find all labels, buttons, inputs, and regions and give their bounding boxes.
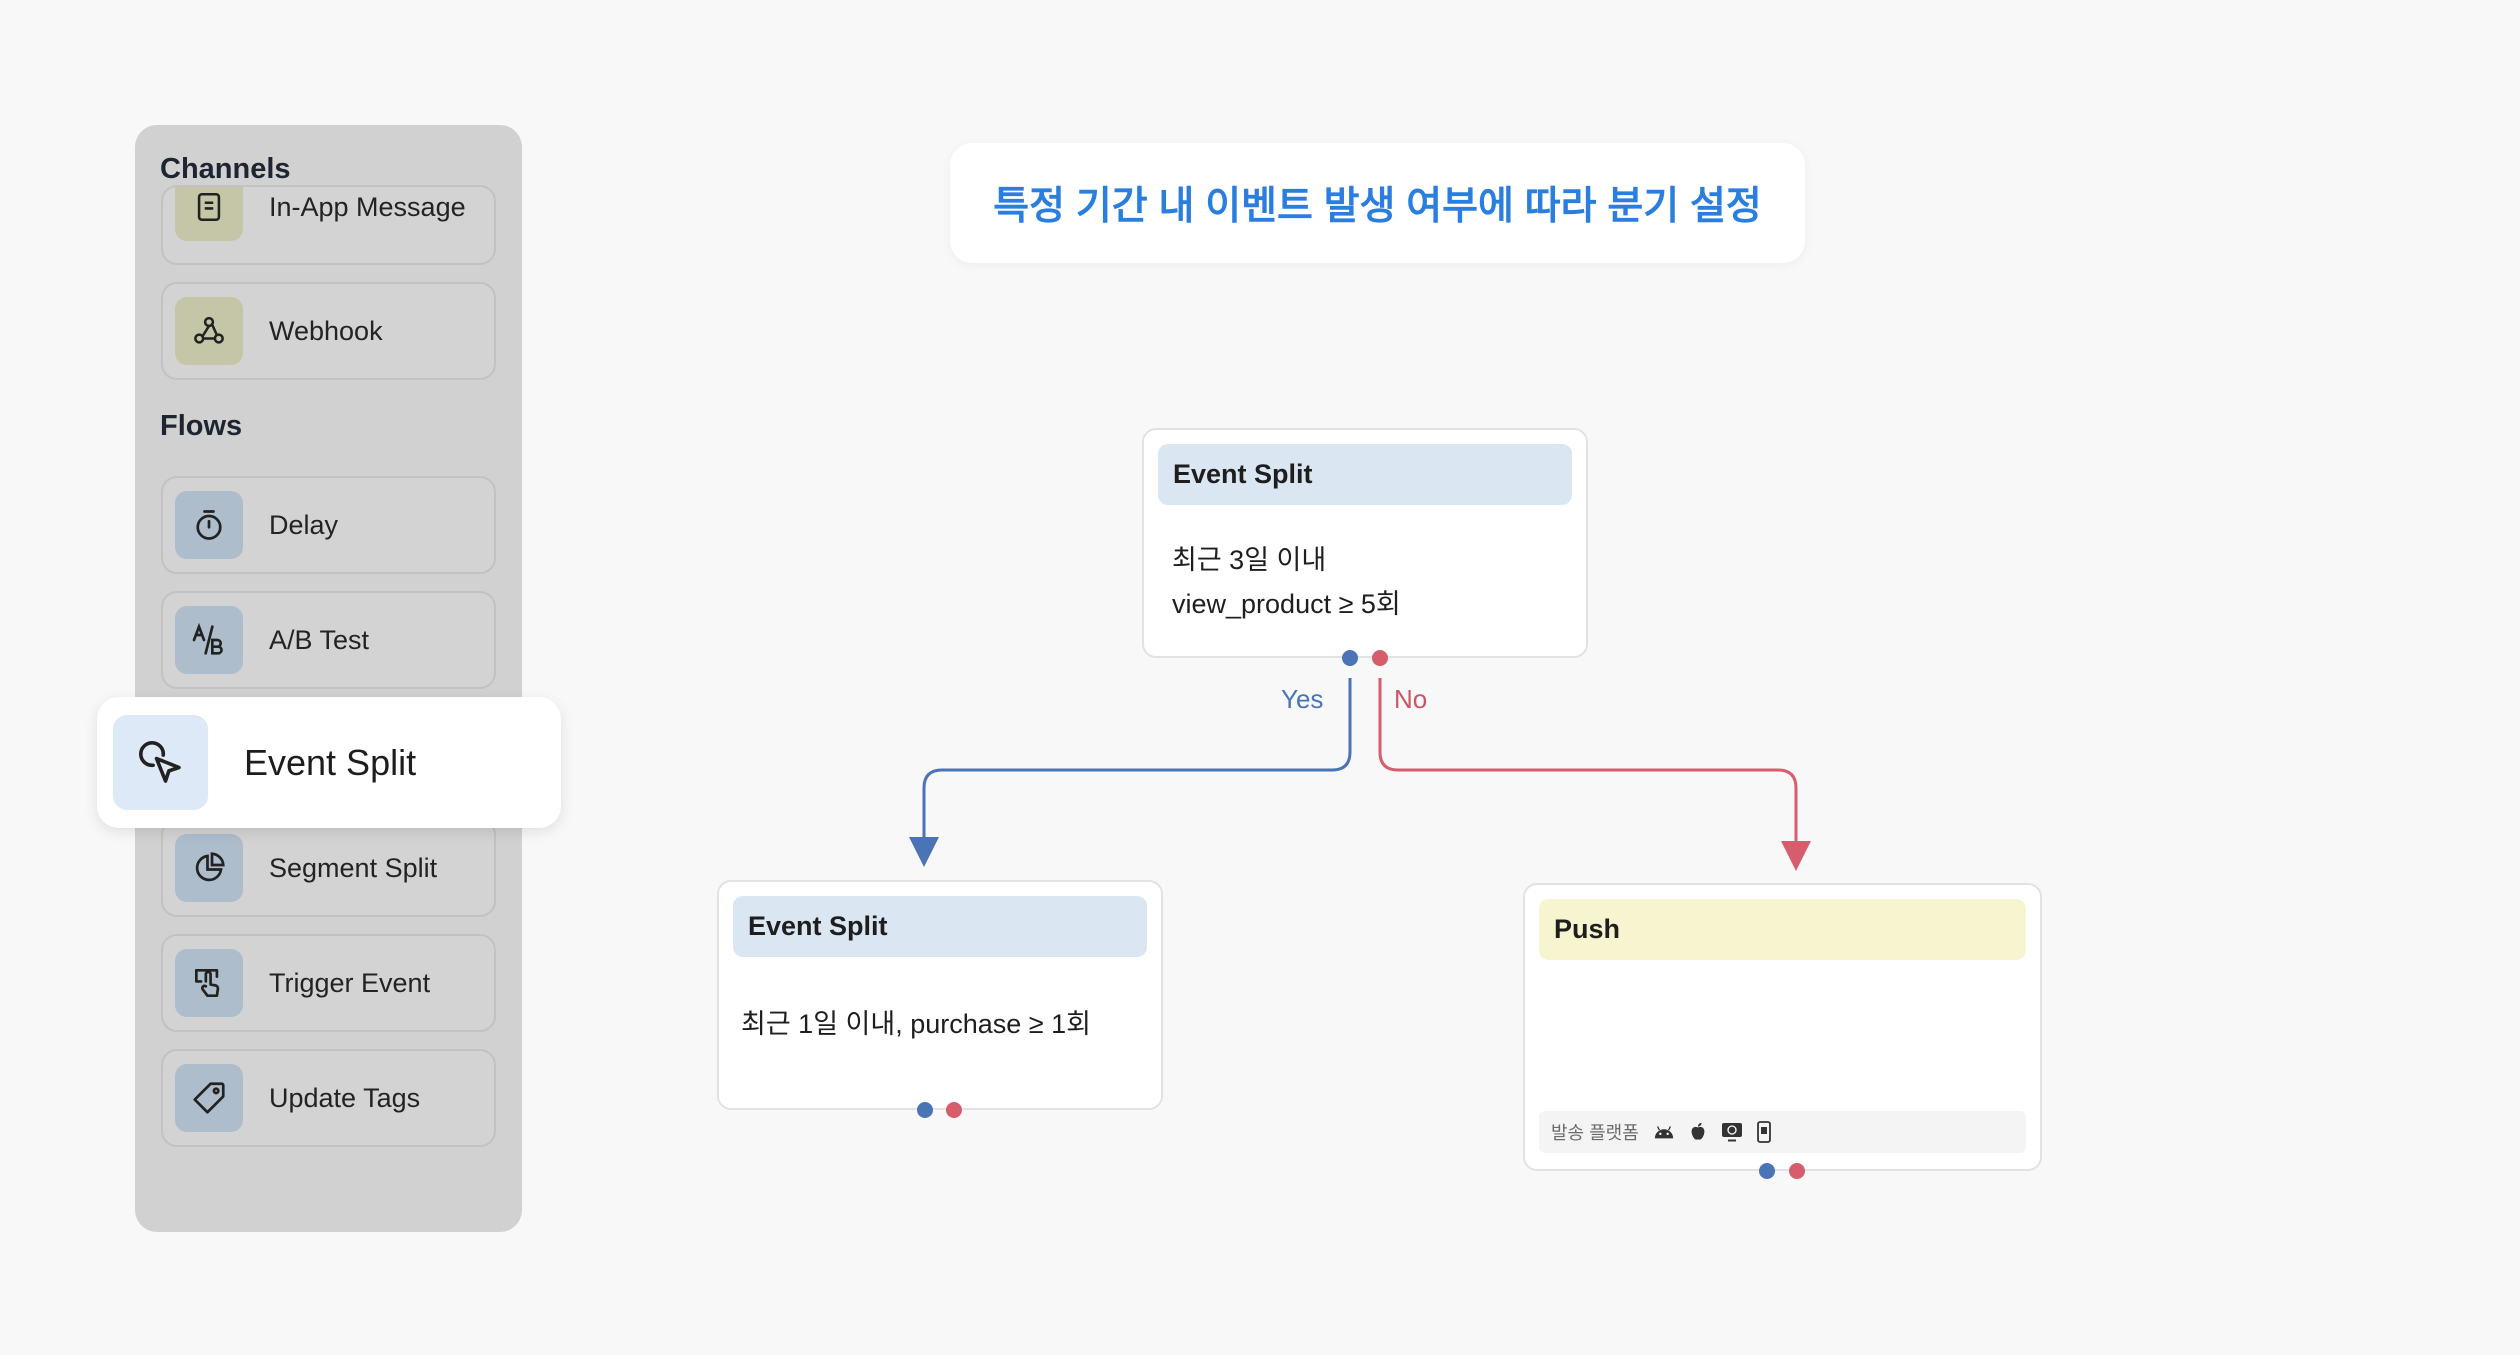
touch-trigger-icon [175, 949, 243, 1017]
timer-icon [175, 491, 243, 559]
yes-edge[interactable] [909, 678, 1352, 867]
yes-edge-label: Yes [1281, 684, 1324, 714]
ab-test-icon [175, 606, 243, 674]
node-title: Event Split [733, 896, 1147, 957]
palette-item-delay[interactable]: Delay [161, 476, 496, 574]
palette-item-in-app-message[interactable]: In-App Message [161, 185, 496, 265]
cursor-click-icon [113, 715, 208, 810]
channels-section-title: Channels [160, 153, 291, 185]
webhook-icon [175, 297, 243, 365]
dragging-card-label: Event Split [244, 741, 417, 783]
push-node-yes-port[interactable] [1759, 1163, 1775, 1179]
no-edge[interactable] [1378, 678, 1811, 871]
yes-event-split-node[interactable]: Event Split 최근 1일 이내, purchase ≥ 1회 [717, 880, 1163, 1110]
mobile-icon [1756, 1121, 1771, 1143]
android-icon [1653, 1124, 1675, 1140]
yes-node-yes-port[interactable] [917, 1102, 933, 1118]
web-icon [1721, 1122, 1743, 1142]
palette-item-label: A/B Test [269, 624, 370, 655]
flows-section-title: Flows [160, 410, 243, 442]
palette-item-label: Webhook [269, 315, 383, 346]
palette-item-label: Segment Split [269, 852, 438, 883]
palette-item-label: Delay [269, 509, 339, 540]
root-yes-port[interactable] [1342, 650, 1358, 666]
in-app-message-icon [175, 187, 243, 241]
tag-icon [175, 1064, 243, 1132]
palette-item-update-tags[interactable]: Update Tags [161, 1049, 496, 1147]
apple-icon [1689, 1122, 1707, 1142]
palette-item-segment-split[interactable]: Segment Split [161, 819, 496, 917]
palette-item-webhook[interactable]: Webhook [161, 282, 496, 380]
node-condition: 최근 1일 이내, purchase ≥ 1회 [741, 1009, 1091, 1039]
platform-label: 발송 플랫폼 [1551, 1123, 1639, 1143]
node-condition: 최근 3일 이내 view_product ≥ 5회 [1172, 538, 1401, 626]
palette-item-ab-test[interactable]: A/B Test [161, 591, 496, 689]
node-title: Event Split [1158, 444, 1572, 505]
no-edge-label: No [1394, 684, 1428, 714]
palette-item-label: In-App Message [269, 191, 466, 222]
dragging-event-split-card[interactable]: Event Split [97, 697, 561, 828]
root-event-split-node[interactable]: Event Split 최근 3일 이내 view_product ≥ 5회 [1142, 428, 1588, 658]
node-palette-sidebar: Channels In-App Message Webhook Flows De… [135, 125, 522, 1232]
platform-bar: 발송 플랫폼 [1539, 1111, 2026, 1153]
palette-item-label: Trigger Event [269, 967, 431, 998]
condition-period: 최근 3일 이내 [1172, 545, 1327, 575]
condition-event: view_product ≥ 5회 [1172, 589, 1401, 619]
push-node-no-port[interactable] [1789, 1163, 1805, 1179]
root-no-port[interactable] [1372, 650, 1388, 666]
headline-text: 특정 기간 내 이벤트 발생 여부에 따라 분기 설정 [993, 185, 1762, 228]
headline-banner: 특정 기간 내 이벤트 발생 여부에 따라 분기 설정 [950, 143, 1805, 263]
palette-item-label: Update Tags [269, 1082, 421, 1113]
yes-node-no-port[interactable] [946, 1102, 962, 1118]
palette-item-trigger-event[interactable]: Trigger Event [161, 934, 496, 1032]
pie-chart-icon [175, 834, 243, 902]
node-title: Push [1539, 899, 2026, 960]
push-node[interactable]: Push 발송 플랫폼 [1523, 883, 2042, 1171]
